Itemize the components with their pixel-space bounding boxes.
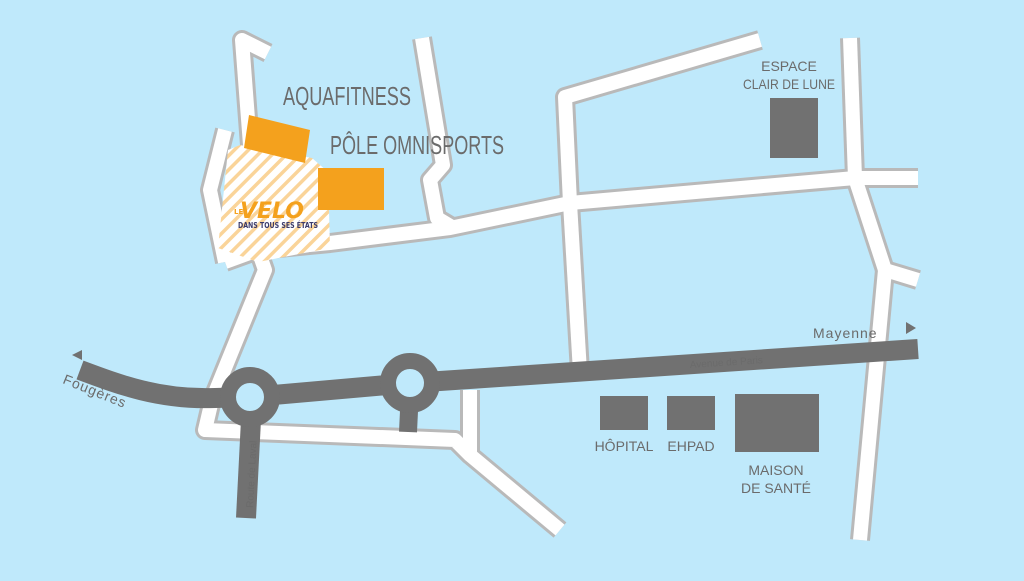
pole-omnisports-label: PÔLE OMNISPORTS: [330, 130, 504, 160]
logo-tagline: DANS TOUS SES ÉTATS: [238, 219, 318, 230]
logo-prefix: LE: [234, 208, 243, 216]
hopital-label: HÔPITAL: [595, 438, 654, 454]
place-labels: AQUAFITNESS PÔLE OMNISPORTS ESPACE CLAIR…: [283, 58, 835, 496]
maison-label-line2: DE SANTÉ: [741, 480, 811, 496]
aquafitness-building: [244, 115, 310, 163]
espace-clair-de-lune-building: [770, 98, 818, 158]
maison-label-line1: MAISON: [748, 462, 803, 478]
arrow-right-icon: [906, 322, 916, 334]
roundabout-east: [380, 353, 440, 413]
espace-label-line1: ESPACE: [761, 58, 817, 74]
maison-de-sante-building: [735, 394, 819, 452]
route-de-laval-label: Route de Laval: [245, 440, 260, 508]
avenue-de-paris-label: Avenue de Paris: [689, 355, 763, 371]
omnisports-building: [318, 168, 384, 210]
logo-word: VELO: [240, 199, 304, 224]
arrow-left-icon: [72, 350, 82, 360]
buildings: [600, 98, 819, 452]
venue-area: LE VELO DANS TOUS SES ÉTATS: [218, 115, 384, 262]
hatched-site: [218, 145, 330, 262]
ehpad-label: EHPAD: [667, 438, 714, 454]
roundabout-west: [220, 367, 280, 427]
ehpad-building: [667, 396, 715, 430]
main-roads: Avenue de Paris Route de Laval: [76, 339, 919, 519]
aquafitness-label: AQUAFITNESS: [283, 81, 411, 111]
le-velo-logo: LE VELO DANS TOUS SES ÉTATS: [234, 199, 318, 230]
mayenne-label: Mayenne: [813, 325, 878, 341]
road-avenue-de-paris: [76, 339, 919, 409]
espace-label-line2: CLAIR DE LUNE: [743, 76, 835, 92]
hopital-building: [600, 396, 648, 430]
